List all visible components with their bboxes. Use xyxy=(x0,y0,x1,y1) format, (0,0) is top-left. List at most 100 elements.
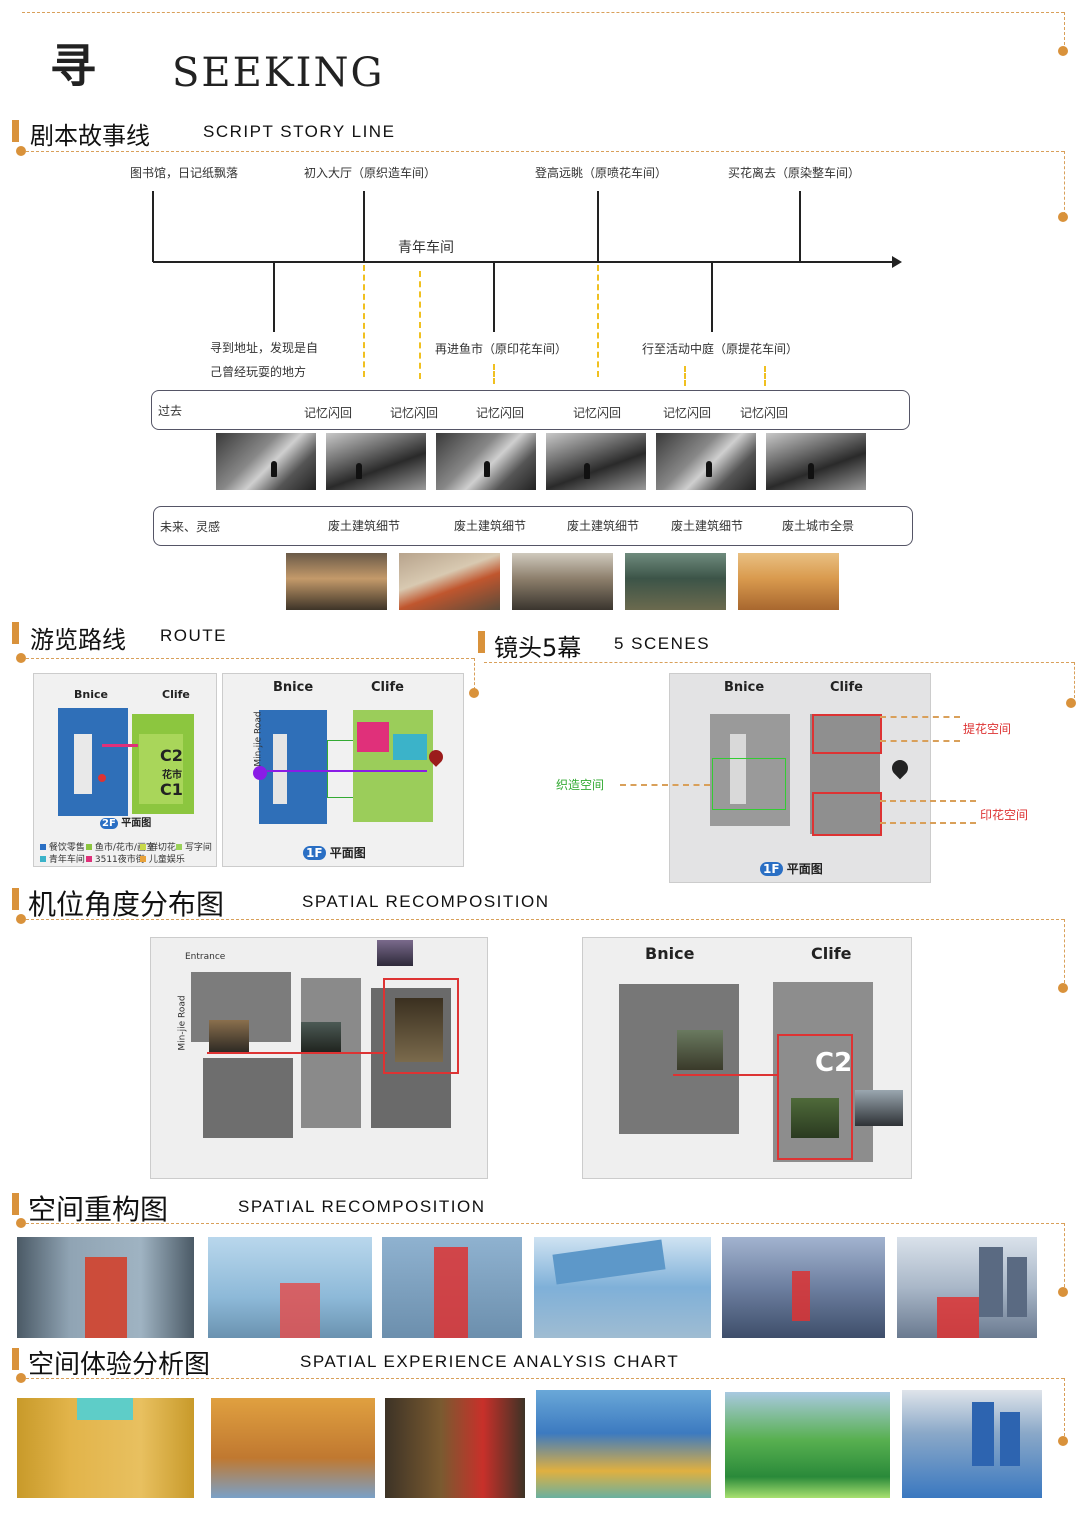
zone-c1-sub-label: 花市 xyxy=(162,770,182,781)
section-marker xyxy=(12,622,19,644)
timeline-axis xyxy=(153,261,895,263)
section-dashed-drop xyxy=(1074,662,1075,698)
timeline-tick xyxy=(799,191,801,262)
legend-item: 餐饮零售 xyxy=(40,840,85,853)
pointer-arrow xyxy=(880,822,976,824)
zone-block xyxy=(273,734,287,804)
future-box: 未来、灵感 废土建筑细节 废土建筑细节 废土建筑细节 废土建筑细节 废土城市全景 xyxy=(153,506,913,546)
memory-photo xyxy=(216,433,316,490)
future-photo xyxy=(286,553,387,610)
brand-b: Bnice xyxy=(273,680,314,695)
road-label: Min-jie Road xyxy=(177,995,188,1051)
section-title-camera: 机位角度分布图 xyxy=(28,888,225,921)
recomp-image xyxy=(382,1237,522,1338)
camera-thumb xyxy=(209,1020,249,1052)
timeline-label: 登高远眺（原喷花车间） xyxy=(535,166,668,180)
pointer-arrow xyxy=(620,784,710,786)
future-box-item: 废土城市全景 xyxy=(782,519,855,533)
timeline-label: 图书馆，日记纸飘落 xyxy=(130,166,239,180)
memory-photo xyxy=(656,433,756,490)
pointer-arrow xyxy=(880,800,976,802)
route-start-point xyxy=(253,766,267,780)
zone-block xyxy=(730,734,746,804)
section-end-dot xyxy=(1066,698,1076,708)
zone-block xyxy=(139,734,183,804)
floor2-map: Bnice Clife C2 花市 C1 2F 平面图 餐饮零售 鱼市/花市/画… xyxy=(33,673,217,867)
camera-thumb xyxy=(395,998,443,1062)
section-marker xyxy=(12,888,19,910)
zone-block xyxy=(810,714,880,834)
section-dashed-drop xyxy=(1064,1378,1065,1436)
brand-b: Bnice xyxy=(724,680,765,695)
section-subtitle-script: SCRIPT STORY LINE xyxy=(203,122,396,141)
brand-b: Bnice xyxy=(645,944,695,963)
zone-block xyxy=(58,708,128,816)
recomp-image xyxy=(208,1237,372,1338)
camera-route xyxy=(777,1034,853,1160)
brand-b: Bnice xyxy=(74,688,108,701)
section-dot xyxy=(16,1218,26,1228)
scene-label-weave: 织造空间 xyxy=(556,778,605,792)
camera-map-2f: Bnice Clife C2 xyxy=(582,937,912,1179)
future-box-item: 废土建筑细节 xyxy=(454,519,527,533)
timeline-tick xyxy=(273,262,275,332)
brand-c: Clife xyxy=(371,680,404,695)
legend-item: 青年车间 xyxy=(40,852,85,865)
route-line xyxy=(267,770,427,772)
timeline-label: 初入大厅（原织造车间） xyxy=(304,166,437,180)
section-end-dot xyxy=(469,688,479,698)
top-dashed-drop xyxy=(1064,12,1065,50)
brand-c: Clife xyxy=(830,680,863,695)
section-dashed-rule xyxy=(26,1378,1064,1379)
zone-block xyxy=(74,734,92,794)
experience-image xyxy=(385,1398,525,1498)
entrance-label: Entrance xyxy=(185,952,226,962)
route-line xyxy=(102,744,138,747)
header-dot xyxy=(1058,46,1068,56)
section-dashed-drop xyxy=(1064,151,1065,215)
timeline-label: 再进鱼市（原印花车间） xyxy=(435,342,568,356)
section-dashed-rule xyxy=(26,658,474,659)
section-subtitle-recomp: SPATIAL RECOMPOSITION xyxy=(238,1197,486,1216)
timeline-center-label: 青年车间 xyxy=(398,240,454,256)
timeline-tick xyxy=(711,262,713,332)
legend-item: 3511夜市街 xyxy=(86,852,145,865)
marker-dash xyxy=(493,364,495,384)
zone-outline-red xyxy=(812,792,882,836)
timeline-arrow-icon xyxy=(892,256,902,268)
floor1-title: 1F 平面图 xyxy=(303,844,366,861)
section-end-dot xyxy=(1058,983,1068,993)
timeline-label: 买花离去（原染整车间） xyxy=(728,166,861,180)
pointer-arrow xyxy=(880,740,960,742)
section-dot xyxy=(16,146,26,156)
zone-c2-label: C2 xyxy=(160,746,183,765)
past-box-title: 过去 xyxy=(158,404,183,418)
past-box-item: 记忆闪回 xyxy=(663,406,712,420)
section-subtitle-camera: SPATIAL RECOMPOSITION xyxy=(302,892,550,911)
section-dashed-rule xyxy=(26,1223,1064,1224)
recomp-image xyxy=(897,1237,1037,1338)
camera-thumb xyxy=(677,1030,723,1070)
zone-outline xyxy=(327,740,355,798)
recomp-image xyxy=(534,1237,711,1338)
recomp-image xyxy=(17,1237,194,1338)
future-photo xyxy=(625,553,726,610)
section-marker xyxy=(12,1193,19,1215)
section-marker xyxy=(12,1348,19,1370)
marker-dash xyxy=(363,265,365,377)
experience-image xyxy=(17,1398,194,1498)
memory-photo xyxy=(766,433,866,490)
legend-item: 写字间 xyxy=(176,840,212,853)
future-box-item: 废土建筑细节 xyxy=(328,519,401,533)
timeline-tick xyxy=(152,191,154,262)
memory-photo xyxy=(546,433,646,490)
past-box-item: 记忆闪回 xyxy=(740,406,789,420)
camera-map-1f: Entrance Min-jie Road xyxy=(150,937,488,1179)
timeline-label: 己曾经玩耍的地方 xyxy=(210,365,307,379)
road-label: Min-jie Road xyxy=(253,711,264,767)
floor2-title: 2F 平面图 xyxy=(100,818,152,829)
map-pin-icon xyxy=(888,756,912,780)
scene-label-jacquard: 提花空间 xyxy=(963,722,1012,736)
future-box-item: 废土建筑细节 xyxy=(671,519,744,533)
camera-thumb xyxy=(791,1098,839,1138)
